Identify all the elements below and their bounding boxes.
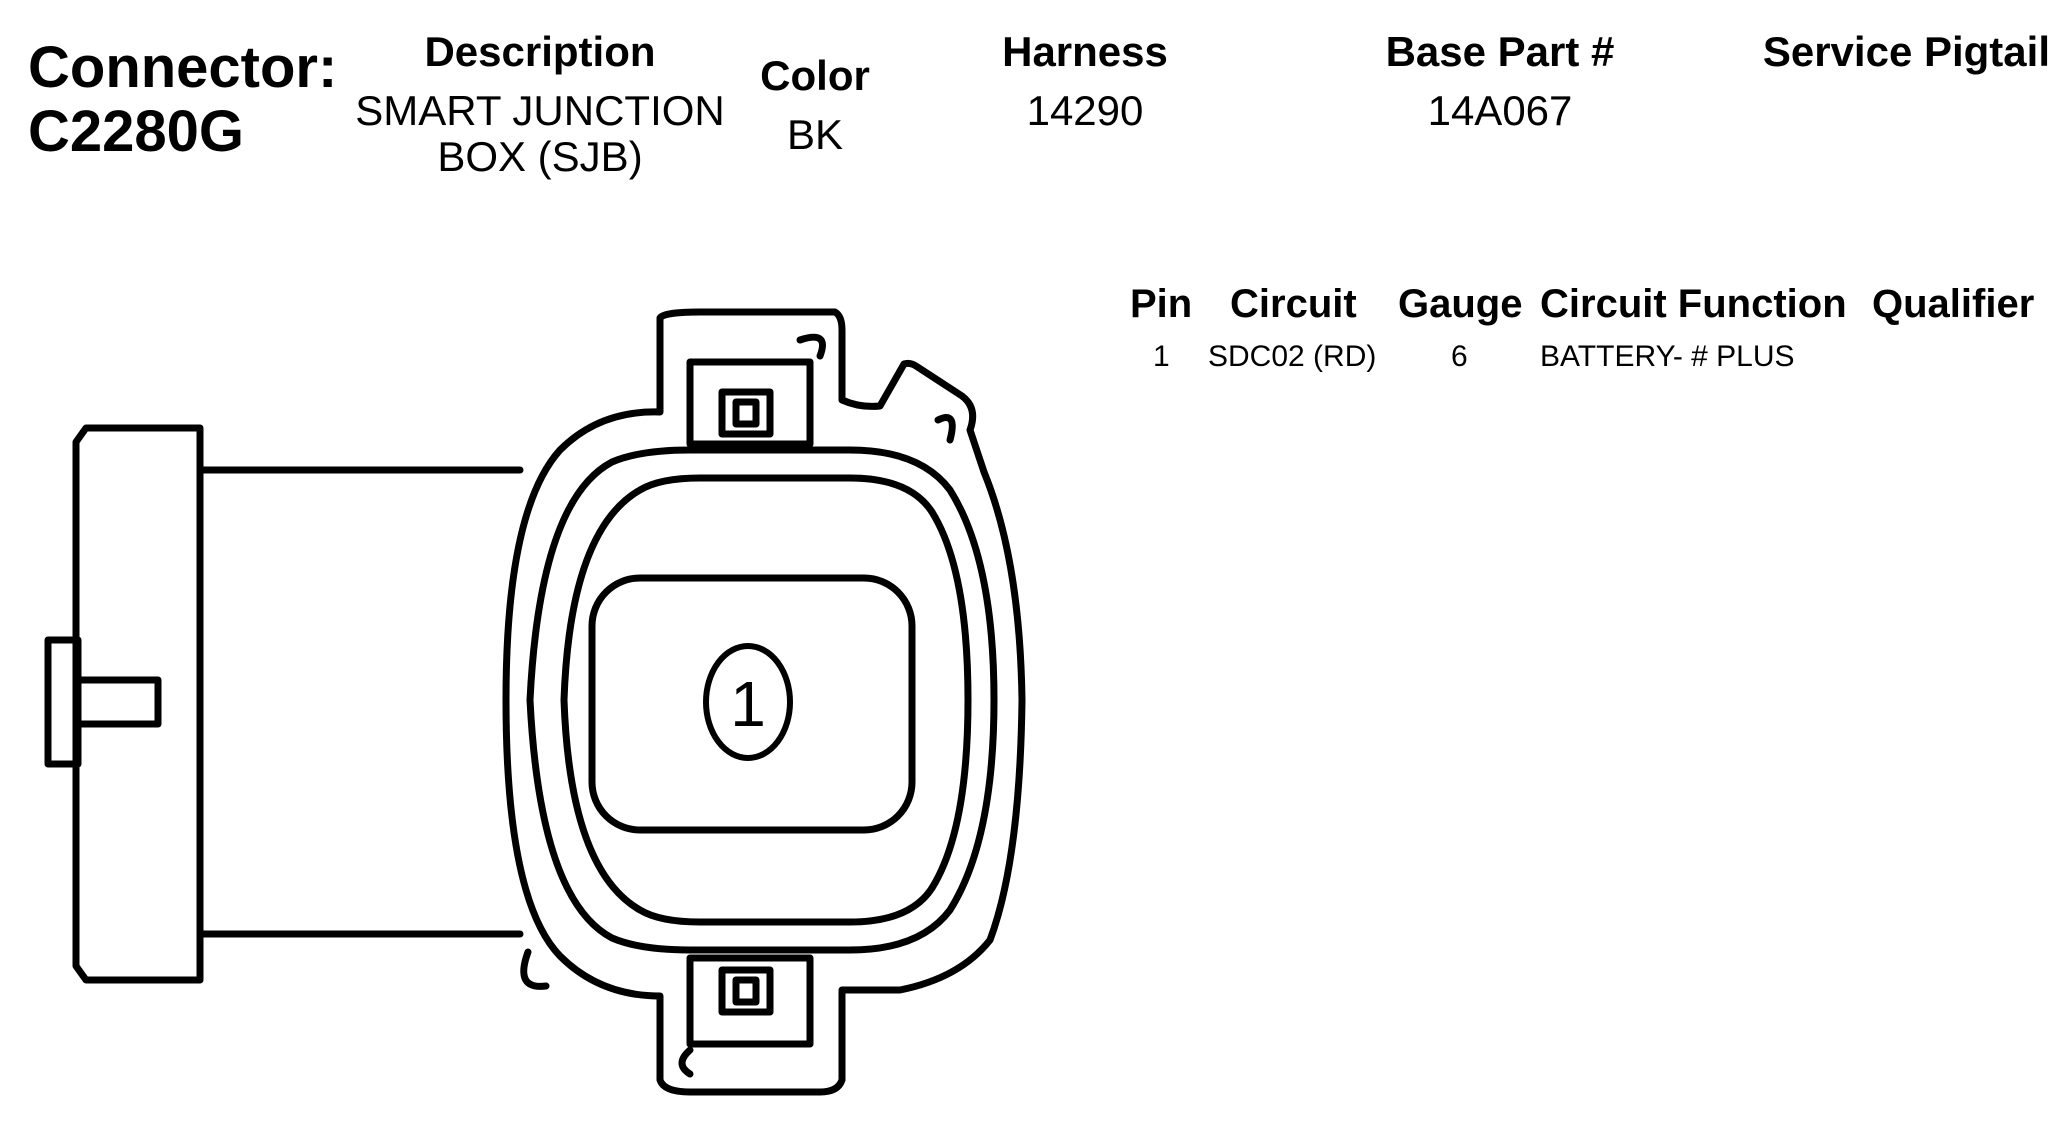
description-line-2: BOX (SJB): [437, 133, 643, 180]
column-header-gauge: Gauge: [1398, 282, 1523, 326]
pin-1-circle: [703, 643, 793, 761]
harness-header: Harness: [1002, 28, 1168, 75]
side-tab-stem: [74, 676, 162, 728]
service-pigtail-header: Service Pigtail: [1762, 28, 2050, 75]
connector-label: Connector:: [28, 35, 338, 100]
connector-id: C2280G: [28, 99, 245, 164]
harness-value: 14290: [1026, 87, 1144, 134]
circuit-function-cell: BATTERY- # PLUS: [1540, 340, 1795, 373]
gauge-cell: 6: [1451, 340, 1468, 373]
connector-inner-ring: [526, 446, 998, 954]
column-header-circuit: Circuit: [1230, 282, 1357, 326]
description-header: Description: [424, 28, 656, 75]
color-header: Color: [760, 52, 870, 99]
pin-1-label: 1: [730, 668, 766, 740]
color-value: BK: [786, 111, 844, 158]
pin-cavity: [588, 574, 916, 834]
base-part-value: 14A067: [1427, 87, 1573, 134]
connector-outer-shell: [502, 308, 1026, 1096]
column-header-qualifier: Qualifier: [1872, 282, 2035, 326]
circuit-cell: SDC02 (RD): [1208, 340, 1377, 373]
pin-number-cell: 1: [1153, 340, 1170, 373]
column-header-circuit-function: Circuit Function: [1540, 282, 1847, 326]
bottom-latch: [686, 954, 814, 1048]
top-latch: [686, 358, 814, 448]
base-part-header: Base Part #: [1385, 28, 1615, 75]
description-line-1: SMART JUNCTION: [355, 87, 725, 134]
housing-rear-flange: [72, 424, 204, 984]
column-header-pin: Pin: [1130, 282, 1193, 326]
